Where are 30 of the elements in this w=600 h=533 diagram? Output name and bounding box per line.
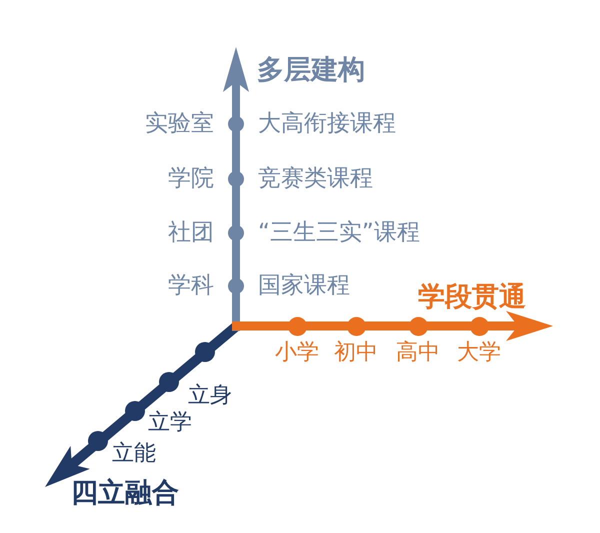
axis-title: 四立融合: [71, 480, 179, 506]
item-label: 大学: [457, 342, 501, 364]
item-label: 实验室: [145, 112, 214, 136]
axis-dot: [346, 316, 366, 336]
axis-dot: [470, 316, 488, 336]
item-label: 初中: [334, 342, 378, 364]
axis-dot: [408, 316, 428, 336]
axis-dot: [125, 401, 145, 421]
item-label: “三生三实”课程: [258, 222, 420, 244]
axis-title: 学段贯通: [418, 284, 526, 310]
axis-title: 多层建构: [257, 56, 365, 84]
axis-dot: [228, 116, 244, 132]
axis-dot: [228, 278, 244, 294]
item-label: 高中: [396, 342, 440, 364]
item-label: 立学: [148, 412, 192, 434]
item-label: 学院: [168, 168, 214, 190]
item-label: 大高衔接课程: [258, 112, 396, 136]
item-label: 立身: [188, 385, 232, 407]
item-label: 社团: [168, 222, 214, 244]
item-label: 国家课程: [258, 274, 350, 298]
axis-dot: [228, 171, 244, 187]
item-label: 竞赛类课程: [258, 168, 373, 190]
axis-dot: [88, 431, 108, 451]
axis-dot: [228, 225, 244, 241]
item-label: 立能: [112, 443, 156, 465]
axis-dot: [159, 372, 179, 392]
item-label: 小学: [275, 342, 319, 364]
axis-dot: [288, 316, 306, 336]
item-label: 学科: [168, 274, 214, 298]
axis-dot: [195, 342, 215, 362]
